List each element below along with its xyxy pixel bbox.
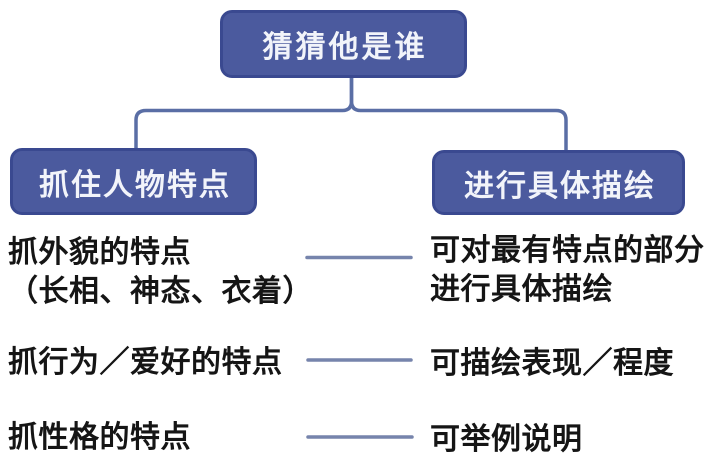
right-item-depict-parts-line-1: 可对最有特点的部分 [430, 234, 705, 267]
right-item-depict-parts-line-2: 进行具体描绘 [430, 273, 613, 306]
branch-node-left: 抓住人物特点 [10, 148, 257, 215]
left-item-appearance: 抓外貌的特点 （长相、神态、衣着） [8, 233, 313, 311]
branch-node-left-label: 抓住人物特点 [39, 168, 231, 202]
left-item-appearance-line-2: （长相、神态、衣着） [8, 275, 313, 308]
root-node-label: 猜猜他是谁 [262, 31, 428, 64]
right-item-depict-degree-line-1: 可描绘表现／程度 [430, 347, 674, 380]
right-item-depict-parts: 可对最有特点的部分 进行具体描绘 [430, 231, 705, 309]
left-item-appearance-line-1: 抓外貌的特点 [8, 236, 191, 269]
left-item-personality-line-1: 抓性格的特点 [8, 421, 191, 454]
right-item-depict-degree: 可描绘表现／程度 [430, 344, 674, 383]
left-item-behavior-line-1: 抓行为／爱好的特点 [8, 346, 283, 379]
branch-connector-left-icon [134, 75, 354, 152]
branch-node-right-label: 进行具体描绘 [464, 169, 656, 203]
right-item-give-examples-line-1: 可举例说明 [430, 423, 583, 456]
right-item-give-examples: 可举例说明 [430, 420, 583, 459]
left-item-behavior: 抓行为／爱好的特点 [8, 343, 283, 382]
branch-node-right: 进行具体描绘 [432, 150, 685, 215]
root-node: 猜猜他是谁 [220, 10, 467, 78]
left-item-personality: 抓性格的特点 [8, 418, 191, 457]
branch-connector-right-icon [349, 75, 568, 154]
